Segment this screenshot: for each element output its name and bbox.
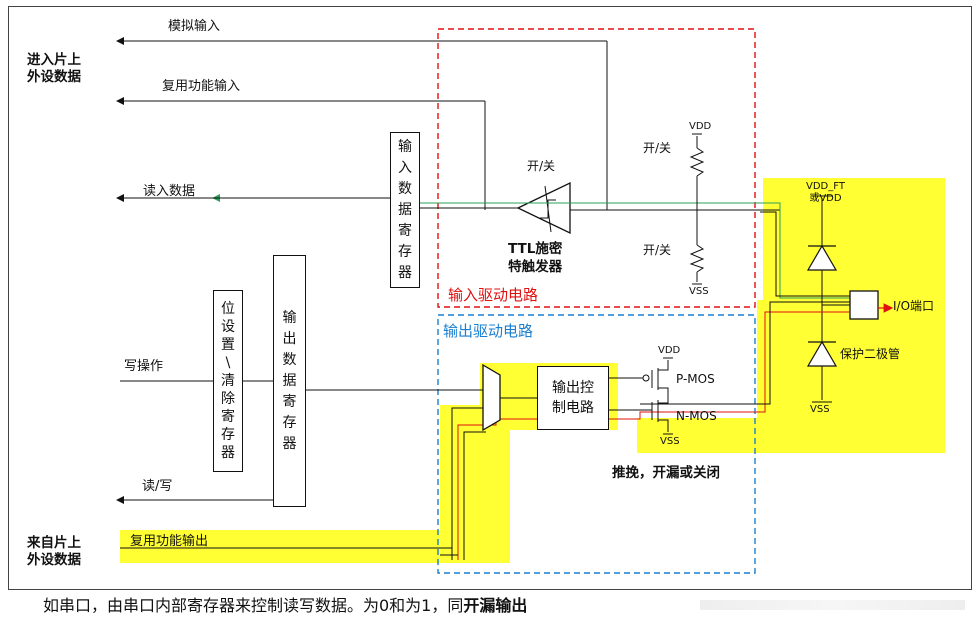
nmos-label: N-MOS [676, 409, 717, 423]
input-data-register-char: 存 [398, 243, 412, 260]
caption: 如串口，由串口内部寄存器来控制读写数据。为0和为1，同开漏输出 [43, 592, 527, 616]
protect-diode-top [806, 244, 838, 271]
to-peripheral-line1: 进入片上 [27, 52, 81, 68]
protect-diode-label: 保护二极管 [840, 347, 901, 361]
vdd-top-label: VDD [689, 121, 712, 132]
mosfets [609, 357, 673, 435]
write-op-label: 写操作 [124, 359, 164, 374]
io-pin-label: I/O端口 [893, 299, 935, 313]
input-data-register-char: 输 [398, 138, 412, 155]
input-data-register-char: 数 [398, 180, 412, 197]
to-peripheral-line2: 外设数据 [27, 69, 81, 85]
bit-set-reset-register-char: 存 [221, 427, 235, 443]
bit-set-reset-register-char: 器 [221, 445, 235, 461]
vss-right-label: VSS [810, 404, 830, 415]
io-pin-box [849, 290, 879, 320]
output-data-register-char: 输 [282, 309, 297, 326]
output-data-register-char: 出 [282, 330, 297, 347]
vdd-mos-label: VDD [658, 345, 681, 356]
highlight-regions [120, 178, 945, 563]
output-data-register-char: 器 [282, 435, 297, 452]
output-driver-label: 输出驱动电路 [443, 322, 534, 340]
input-data-register-char: 入 [398, 159, 412, 176]
output-control-char: 输出控 [552, 380, 594, 396]
input-data-register-char: 器 [398, 264, 412, 281]
output-data-register: 输出数据寄存器 [273, 255, 306, 507]
vss-mos-label: VSS [660, 436, 680, 447]
read-data-label: 读入数据 [143, 184, 196, 199]
pmos-label: P-MOS [676, 372, 715, 386]
protect-diode-bottom [806, 340, 838, 367]
output-data-register-char: 数 [282, 351, 297, 368]
output-data-register-char: 寄 [282, 393, 297, 410]
green-path [420, 202, 857, 299]
from-peripheral-label: 来自片上 外设数据 [27, 535, 81, 569]
bit-set-reset-register-char: 除 [221, 391, 235, 407]
to-peripheral-label: 进入片上 外设数据 [27, 52, 81, 86]
switch-bottom-label: 开/关 [643, 243, 672, 257]
alt-output-label: 复用功能输出 [130, 534, 209, 549]
caption-text: 如串口，由串口内部寄存器来控制读写数据。为0和为1，同 [43, 596, 464, 615]
schmitt-trigger [516, 181, 571, 235]
pull-up-resistor [689, 133, 705, 285]
schmitt-title-line2: 特触发器 [508, 259, 563, 275]
output-data-register-char: 存 [282, 414, 297, 431]
from-peripheral-line2: 外设数据 [27, 552, 81, 568]
vss-top-label: VSS [689, 286, 709, 297]
output-control-char: 制电路 [552, 400, 594, 416]
alt-input-label: 复用功能输入 [162, 79, 241, 94]
bit-set-reset-register-char: 设 [221, 319, 235, 335]
caption-bold: 开漏输出 [463, 596, 528, 615]
read-write-label: 读/写 [142, 479, 173, 494]
bit-set-reset-register-char: 位 [221, 301, 235, 317]
output-control-box: 输出控制电路 [537, 366, 609, 430]
switch-top-label: 开/关 [643, 141, 672, 155]
bit-set-reset-register-char: 置 [221, 337, 235, 353]
from-peripheral-line1: 来自片上 [27, 535, 81, 551]
input-driver-box [437, 28, 756, 308]
bit-set-reset-register-char: 寄 [221, 409, 235, 425]
input-driver-label: 输入驱动电路 [448, 286, 539, 304]
bit-set-reset-register: 位设置 \ 清除寄存器 [213, 290, 243, 472]
vdd-ft-line1: VDD_FT [806, 181, 845, 192]
input-data-register: 输入数据寄存器 [390, 132, 420, 288]
output-mux [482, 363, 501, 432]
caption-fade [700, 600, 965, 610]
output-driver-box [437, 314, 756, 574]
bit-set-reset-register-char: 清 [221, 373, 235, 389]
vdd-ft-line2: 或VDD [809, 193, 842, 204]
analog-input-label: 模拟输入 [168, 19, 221, 34]
push-pull-label: 推挽，开漏或关闭 [612, 465, 720, 481]
input-data-register-char: 寄 [398, 222, 412, 239]
vdd-ft-label: VDD_FT 或VDD [806, 181, 845, 205]
schmitt-switch-label: 开/关 [527, 159, 556, 173]
bit-set-reset-register-char: \ [225, 355, 231, 371]
input-data-register-char: 据 [398, 201, 412, 218]
output-data-register-char: 据 [282, 372, 297, 389]
schmitt-title-line1: TTL施密 [508, 241, 563, 257]
schmitt-title: TTL施密 特触发器 [508, 240, 562, 276]
